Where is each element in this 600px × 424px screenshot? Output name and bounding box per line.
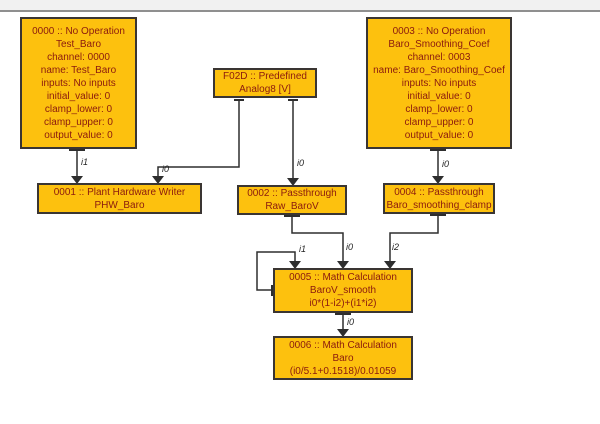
edge-F02D-0002 xyxy=(287,99,299,186)
node-subtitle: Baro_Smoothing_Coef xyxy=(388,38,490,50)
node-f02d-analog8[interactable]: F02D :: Predefined Analog8 [V] xyxy=(213,68,317,98)
node-clamp-lower: clamp_lower: 0 xyxy=(405,103,473,115)
node-subtitle: BaroV_smooth xyxy=(309,285,377,296)
edge-label-i1: i1 xyxy=(81,157,89,167)
node-0002-raw-barov[interactable]: 0002 :: Passthrough Raw_BaroV xyxy=(237,185,347,215)
node-channel: channel: 0003 xyxy=(407,51,471,63)
node-output-value: output_value: 0 xyxy=(404,129,474,141)
node-subtitle: Baro_smoothing_clamp xyxy=(386,199,492,211)
edge-label-i0: i0 xyxy=(347,317,355,327)
node-initial-value: initial_value: 0 xyxy=(407,90,471,102)
node-0001-phw-baro[interactable]: 0001 :: Plant Hardware Writer PHW_Baro xyxy=(37,183,202,214)
node-formula: i0*(1-i2)+(i1*i2) xyxy=(309,298,377,309)
node-clamp-upper: clamp_upper: 0 xyxy=(404,116,474,128)
node-title: 0000 :: No Operation xyxy=(32,25,125,37)
edge-label-i0: i0 xyxy=(442,159,450,169)
node-name: name: Test_Baro xyxy=(40,64,117,76)
edge-0003-0004 xyxy=(430,149,446,184)
edge-0000-0001 xyxy=(69,149,85,184)
node-0004-baro-smoothing-clamp[interactable]: 0004 :: Passthrough Baro_smoothing_clamp xyxy=(383,183,495,214)
node-title: 0005 :: Math Calculation xyxy=(289,272,397,283)
node-output-value: output_value: 0 xyxy=(44,129,113,141)
node-title: 0006 :: Math Calculation xyxy=(289,339,397,351)
edge-label-i1: i1 xyxy=(299,244,307,254)
edge-label-i0: i0 xyxy=(297,158,305,168)
node-inputs: inputs: No inputs xyxy=(41,77,116,89)
node-title: 0004 :: Passthrough xyxy=(394,186,484,198)
node-channel: channel: 0000 xyxy=(47,51,110,63)
node-subtitle: PHW_Baro xyxy=(94,199,145,211)
edge-label-i0: i0 xyxy=(162,164,170,174)
edge-0002-0005 xyxy=(284,215,349,269)
node-0003-baro-smoothing-coef[interactable]: 0003 :: No Operation Baro_Smoothing_Coef… xyxy=(366,17,512,149)
node-subtitle: Analog8 [V] xyxy=(239,84,291,95)
edge-0005-feedback xyxy=(256,251,301,296)
node-formula: (i0/5.1+0.1518)/0.01059 xyxy=(289,365,397,377)
node-subtitle: Test_Baro xyxy=(55,38,102,50)
node-inputs: inputs: No inputs xyxy=(401,77,477,89)
node-title: 0001 :: Plant Hardware Writer xyxy=(53,186,186,198)
top-divider-bar xyxy=(0,0,600,12)
node-subtitle: Baro xyxy=(332,352,354,364)
node-clamp-upper: clamp_upper: 0 xyxy=(44,116,113,128)
node-name: name: Baro_Smoothing_Coef xyxy=(373,64,505,76)
node-initial-value: initial_value: 0 xyxy=(46,90,111,102)
node-title: F02D :: Predefined xyxy=(223,71,307,82)
edge-0005-0006 xyxy=(335,313,351,337)
node-0005-barov-smooth[interactable]: 0005 :: Math Calculation BaroV_smooth i0… xyxy=(273,268,413,313)
node-clamp-lower: clamp_lower: 0 xyxy=(44,103,113,115)
node-title: 0003 :: No Operation xyxy=(392,25,486,37)
edge-F02D-0001 xyxy=(152,99,244,184)
edge-label-i0: i0 xyxy=(346,242,354,252)
edge-0004-0005 xyxy=(384,214,446,269)
node-subtitle: Raw_BaroV xyxy=(265,201,319,212)
edge-label-i2: i2 xyxy=(392,242,400,252)
node-0006-baro[interactable]: 0006 :: Math Calculation Baro (i0/5.1+0.… xyxy=(273,336,413,380)
node-title: 0002 :: Passthrough xyxy=(247,188,337,199)
node-0000-test-baro[interactable]: 0000 :: No Operation Test_Baro channel: … xyxy=(20,17,137,149)
